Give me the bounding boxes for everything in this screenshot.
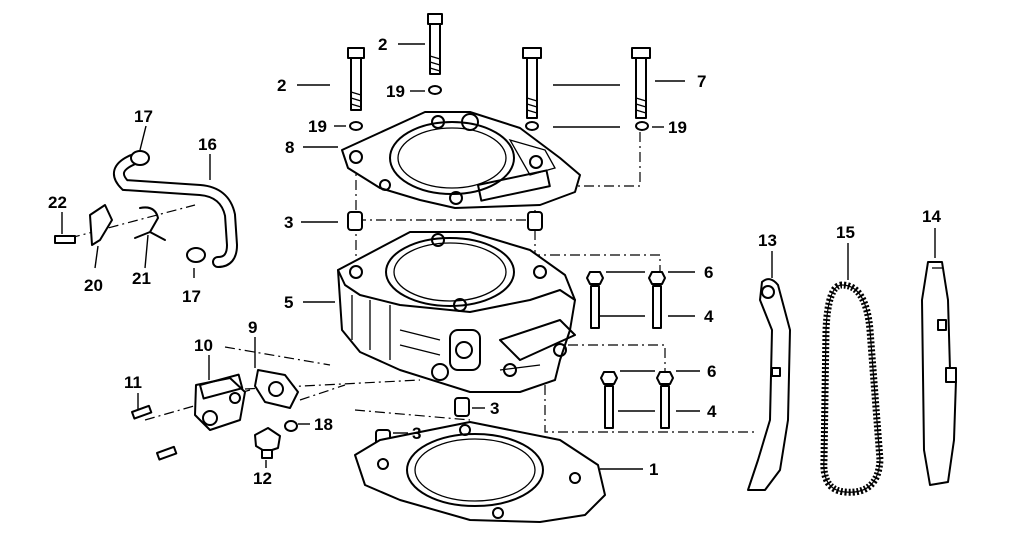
- callout-7: 7: [697, 72, 706, 91]
- studs-and-nuts: [586, 271, 674, 429]
- chain-guide: [921, 261, 957, 486]
- callout-6-upper: 6: [704, 263, 713, 282]
- callout-2-left: 2: [277, 76, 286, 95]
- callout-3-upper: 3: [284, 213, 293, 232]
- leader-lines: [61, 43, 936, 470]
- bolt-left: [347, 47, 365, 111]
- callout-14: 14: [922, 207, 941, 226]
- callout-10: 10: [194, 336, 213, 355]
- cylinder-base-gasket: [354, 421, 606, 523]
- callout-1: 1: [649, 460, 658, 479]
- callout-20: 20: [84, 276, 103, 295]
- callout-19-top: 19: [386, 82, 405, 101]
- cylinder-head-gasket: [341, 111, 581, 209]
- callout-16: 16: [198, 135, 217, 154]
- cam-chain-tensioner: [194, 373, 246, 431]
- callout-18: 18: [314, 415, 333, 434]
- callout-4-upper: 4: [704, 307, 714, 326]
- tensioner-plug: [254, 427, 281, 459]
- callout-19-right: 19: [668, 118, 687, 137]
- callout-19-left: 19: [308, 117, 327, 136]
- callout-9: 9: [248, 318, 257, 337]
- callout-12: 12: [253, 469, 272, 488]
- callout-2-top: 2: [378, 35, 387, 54]
- callout-6-lower: 6: [707, 362, 716, 381]
- washers: [349, 85, 649, 131]
- callout-15: 15: [836, 223, 855, 242]
- o-ring: [284, 420, 298, 432]
- callout-11: 11: [124, 373, 142, 392]
- callout-5: 5: [284, 293, 293, 312]
- bolt-right: [631, 47, 651, 119]
- tensioner-bolts: [130, 404, 178, 461]
- chain-tensioner-guide: [747, 278, 791, 491]
- hose-assembly: [54, 150, 239, 268]
- cylinder-block: [337, 231, 576, 393]
- callout-labels: 1 2 2 3 3 3 4 4 5 6 6 7 8 9 10 11 12 13 …: [48, 35, 941, 488]
- callout-3-lower: 3: [412, 424, 421, 443]
- bolt-top-center: [427, 13, 443, 75]
- callout-3-mid: 3: [490, 399, 499, 418]
- callout-21: 21: [132, 269, 151, 288]
- callout-17-top: 17: [134, 107, 153, 126]
- callout-13: 13: [758, 231, 777, 250]
- callout-22: 22: [48, 193, 67, 212]
- callout-17-bottom: 17: [182, 287, 201, 306]
- callout-4-lower: 4: [707, 402, 717, 421]
- bolt-center-right: [522, 47, 542, 119]
- callout-8: 8: [285, 138, 294, 157]
- tensioner-gasket: [254, 369, 299, 409]
- cam-chain: [820, 281, 884, 496]
